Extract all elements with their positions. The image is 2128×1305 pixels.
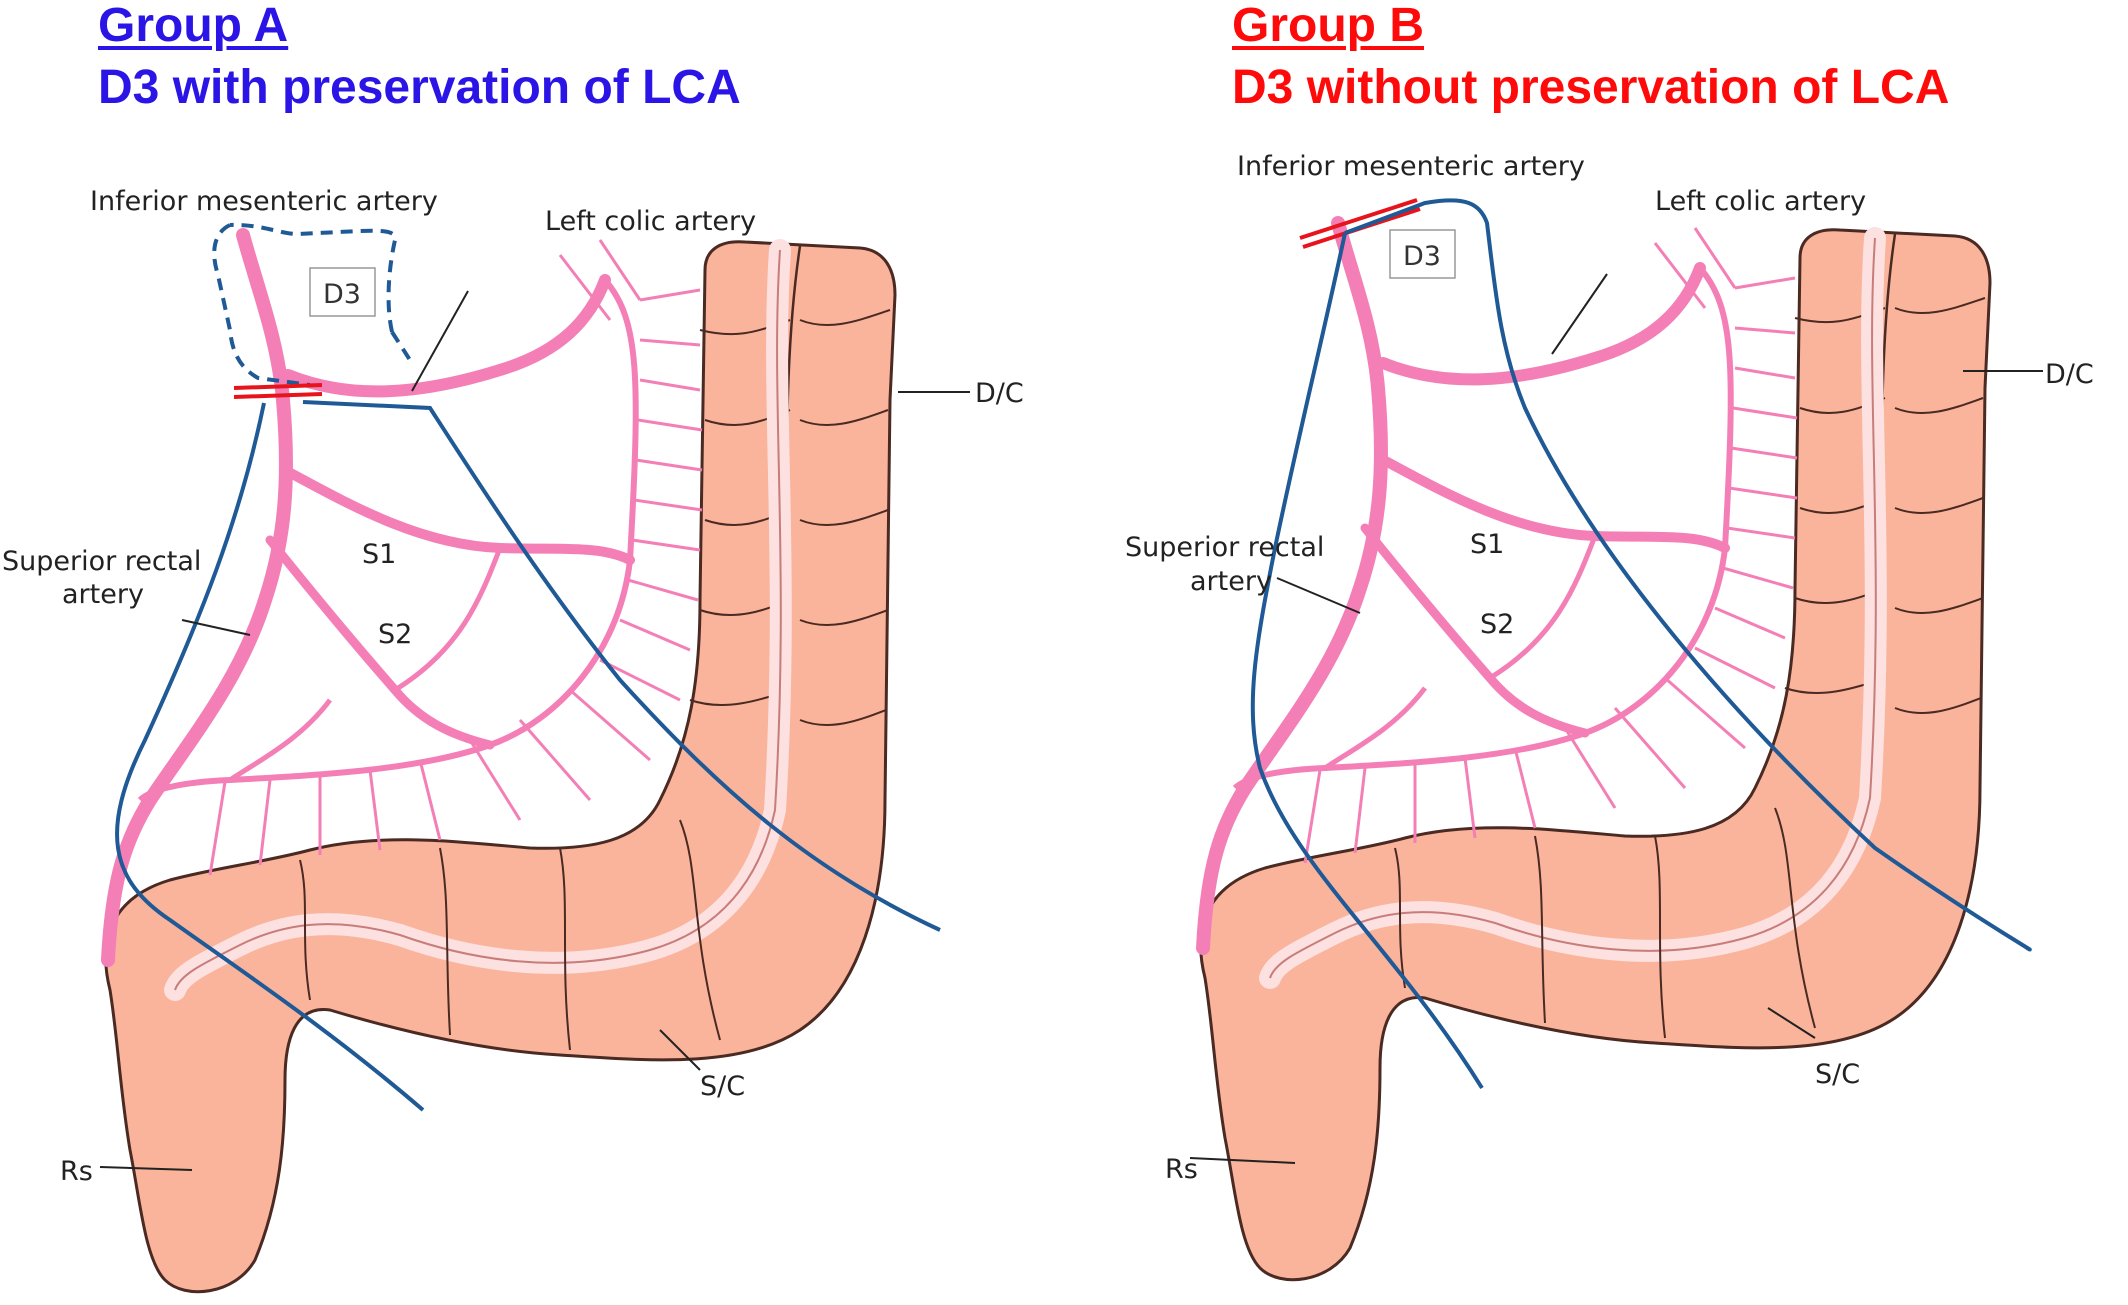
s2-label: S2 <box>378 619 412 650</box>
dissection-line <box>115 400 941 1112</box>
leader-lines <box>1189 273 2043 1164</box>
colon-illustration <box>1201 230 1990 1280</box>
sra-label-line1: Superior rectal <box>1125 532 1324 563</box>
ima-label: Inferior mesenteric artery <box>90 186 438 217</box>
sra-label-line2: artery <box>1190 566 1272 597</box>
svg-text:D3: D3 <box>1403 241 1441 272</box>
sra-label-line2: artery <box>62 579 144 610</box>
group-a-label: Group A <box>98 0 289 52</box>
ima-label: Inferior mesenteric artery <box>1237 151 1585 182</box>
lca-label: Left colic artery <box>1655 186 1866 217</box>
s1-label: S1 <box>362 539 396 570</box>
d3-dashed-boundary <box>212 222 412 387</box>
sra-label-line1: Superior rectal <box>2 546 201 577</box>
dissection-line <box>1250 198 2032 1090</box>
svg-text:D3: D3 <box>323 279 361 310</box>
rs-label: Rs <box>60 1156 93 1187</box>
group-a-diagram: D3 Inferior mesenteric artery Left colic… <box>2 186 1024 1292</box>
group-b-diagram: D3 Inferior mesenteric artery Left colic… <box>1125 151 2094 1280</box>
sc-label: S/C <box>700 1071 745 1102</box>
sc-label: S/C <box>1815 1059 1860 1090</box>
rs-label: Rs <box>1165 1154 1198 1185</box>
group-b-title: D3 without preservation of LCA <box>1232 61 1950 114</box>
lca-label: Left colic artery <box>545 206 756 237</box>
ligation-mark <box>233 383 323 399</box>
d3-box: D3 <box>309 267 376 317</box>
colon-illustration <box>106 242 895 1292</box>
dc-label: D/C <box>975 378 1024 409</box>
group-a-title: D3 with preservation of LCA <box>98 61 741 114</box>
d3-box: D3 <box>1389 229 1456 279</box>
dc-label: D/C <box>2045 359 2094 390</box>
group-b-label: Group B <box>1232 0 1424 52</box>
s1-label: S1 <box>1470 529 1504 560</box>
s2-label: S2 <box>1480 609 1514 640</box>
leader-lines <box>99 290 970 1171</box>
